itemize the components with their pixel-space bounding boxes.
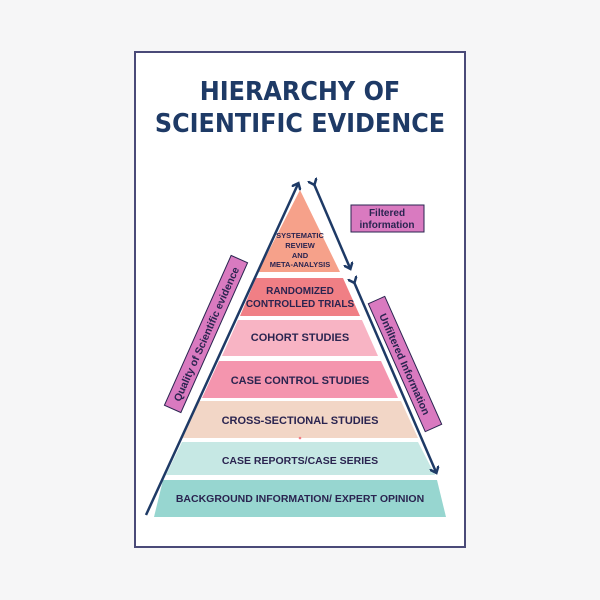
svg-text:CONTROLLED TRIALS: CONTROLLED TRIALS bbox=[246, 299, 355, 310]
unfiltered-double-arrow-icon bbox=[354, 282, 436, 472]
filtered-double-arrow-icon bbox=[314, 184, 350, 268]
tier-7-label: BACKGROUND INFORMATION/ EXPERT OPINION bbox=[176, 493, 424, 505]
tier-5-label: CROSS-SECTIONAL STUDIES bbox=[222, 415, 379, 427]
filtered-information-label: Filtered information bbox=[350, 204, 425, 233]
tier-2-label: RANDOMIZED CONTROLLED TRIALS bbox=[246, 286, 355, 310]
svg-text:information: information bbox=[360, 220, 415, 231]
title-line-1: HIERARCHY OF bbox=[199, 77, 401, 107]
quality-arrow-icon bbox=[144, 184, 298, 516]
tier-3-label: COHORT STUDIES bbox=[251, 332, 349, 344]
tier-7-shape bbox=[154, 480, 446, 517]
svg-text:AND: AND bbox=[292, 251, 309, 260]
svg-text:Filtered: Filtered bbox=[369, 208, 405, 219]
title-line-2: SCIENTIFIC EVIDENCE bbox=[154, 109, 446, 139]
svg-text:RANDOMIZED: RANDOMIZED bbox=[266, 286, 334, 297]
tier-2-shape bbox=[240, 278, 360, 316]
tier-4-label: CASE CONTROL STUDIES bbox=[231, 375, 370, 387]
tier-6-label: CASE REPORTS/CASE SERIES bbox=[222, 455, 378, 467]
tier-1-label: SYSTEMATIC REVIEW AND META-ANALYSIS bbox=[270, 231, 330, 269]
svg-text:SYSTEMATIC: SYSTEMATIC bbox=[276, 231, 324, 240]
svg-text:META-ANALYSIS: META-ANALYSIS bbox=[270, 260, 330, 269]
small-dot bbox=[298, 436, 302, 440]
svg-text:REVIEW: REVIEW bbox=[285, 241, 316, 250]
tier-3-shape bbox=[222, 320, 378, 356]
